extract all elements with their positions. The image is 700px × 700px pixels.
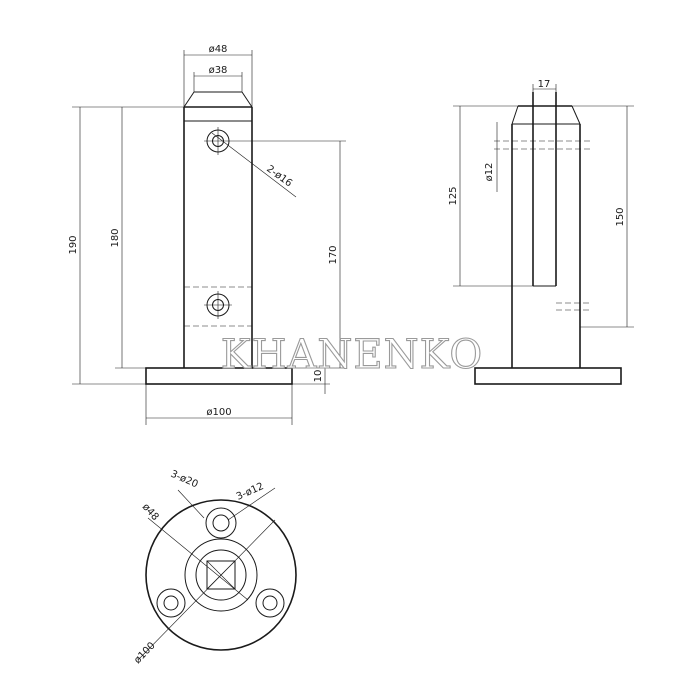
dim-total-height: 190 — [68, 235, 79, 254]
dim-base-thickness: 10 — [313, 370, 324, 383]
side-view: 17 ø12 125 150 — [448, 79, 634, 385]
dim-hole-span: 170 — [328, 245, 339, 264]
dim-mount-holes: 3-ø12 — [235, 481, 266, 503]
dim-hole-diameter: ø12 — [484, 163, 495, 182]
bottom-view: 3-ø20 3-ø12 ø48 ø100 — [132, 469, 297, 666]
dim-slot-depth: 125 — [448, 186, 459, 205]
dim-slot-width: 17 — [538, 79, 551, 90]
dim-outer-diameter: ø48 — [209, 44, 228, 55]
watermark: KHANENKO — [221, 332, 483, 378]
lower-hole — [204, 291, 232, 319]
dim-base-diameter: ø100 — [206, 407, 231, 418]
dim-side-post-height: 150 — [615, 207, 626, 226]
mount-hole-left — [156, 588, 186, 618]
dim-inner-diameter: ø38 — [209, 65, 228, 76]
upper-hole — [204, 127, 232, 155]
dim-post-height: 180 — [110, 228, 121, 247]
mount-hole-right — [255, 588, 285, 618]
dim-counterbore: 3-ø20 — [169, 469, 200, 491]
mount-hole-top — [205, 507, 237, 539]
dim-bottom-post-diameter: ø48 — [140, 502, 161, 523]
